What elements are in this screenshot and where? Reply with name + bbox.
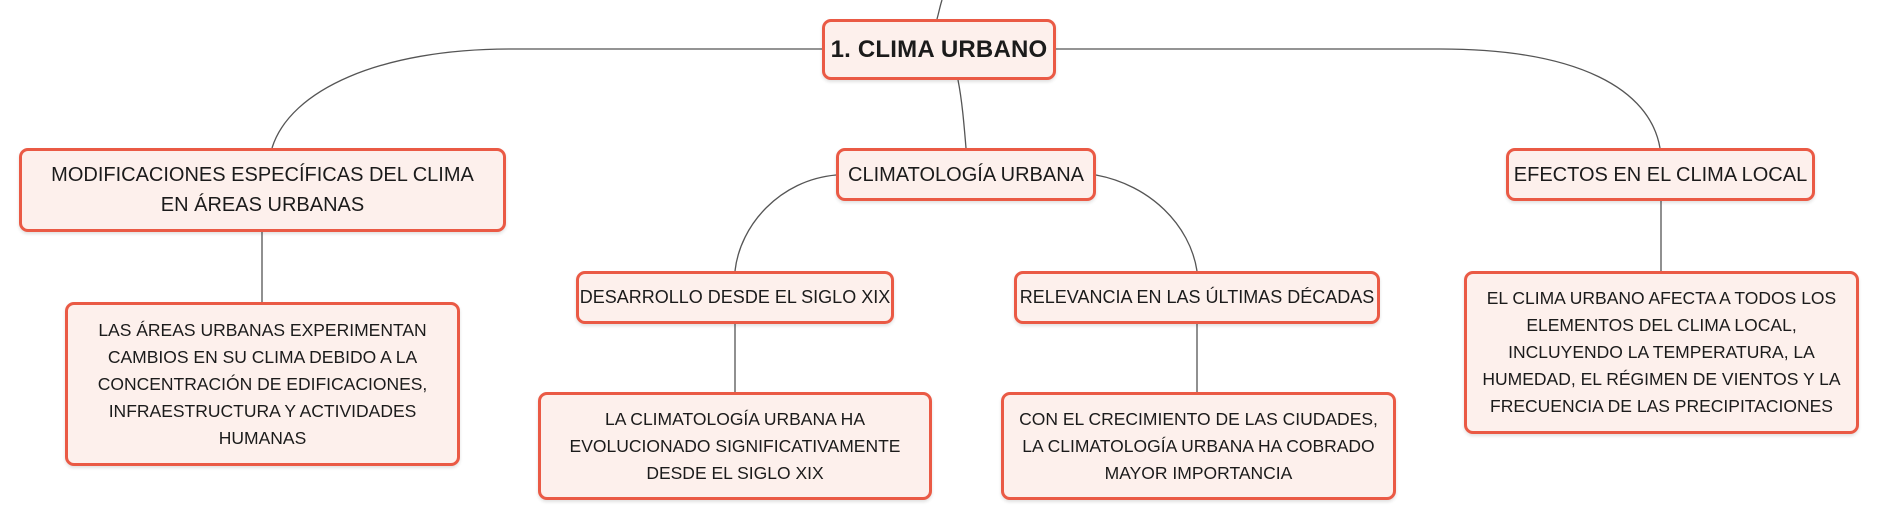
node-label: CLIMATOLOGÍA URBANA [848,163,1084,186]
node-label: EFECTOS EN EL CLIMA LOCAL [1513,163,1808,186]
detail-node-evolucion[interactable]: LA CLIMATOLOGÍA URBANA HA EVOLUCIONADO S… [538,392,932,500]
node-desarrollo-siglo-xix[interactable]: DESARROLLO DESDE EL SIGLO XIX [576,271,894,324]
node-detail-text: LAS ÁREAS URBANAS EXPERIMENTAN CAMBIOS E… [97,319,428,448]
node-label: DESARROLLO DESDE EL SIGLO XIX [579,287,891,307]
detail-node-elementos-clima-local[interactable]: EL CLIMA URBANO AFECTA A TODOS LOS ELEME… [1464,271,1859,434]
detail-node-areas-urbanas[interactable]: LAS ÁREAS URBANAS EXPERIMENTAN CAMBIOS E… [65,302,460,466]
node-detail-text: EL CLIMA URBANO AFECTA A TODOS LOS ELEME… [1482,288,1841,416]
node-label: RELEVANCIA EN LAS ÚLTIMAS DÉCADAS [1019,287,1375,307]
node-label: MODIFICACIONES ESPECÍFICAS DEL CLIMA EN … [51,164,474,216]
detail-node-crecimiento-ciudades[interactable]: CON EL CRECIMIENTO DE LAS CIUDADES, LA C… [1001,392,1396,500]
node-detail-text: LA CLIMATOLOGÍA URBANA HA EVOLUCIONADO S… [569,408,901,483]
connector-line [936,0,943,20]
connector-line [734,174,837,272]
node-efectos-clima-local[interactable]: EFECTOS EN EL CLIMA LOCAL [1506,148,1815,201]
root-node[interactable]: 1. CLIMA URBANO [822,19,1056,80]
root-label: 1. CLIMA URBANO [830,35,1048,63]
connector-line [1095,174,1198,272]
node-relevancia-ultimas-decadas[interactable]: RELEVANCIA EN LAS ÚLTIMAS DÉCADAS [1014,271,1380,324]
node-climatologia-urbana[interactable]: CLIMATOLOGÍA URBANA [836,148,1096,201]
node-detail-text: CON EL CRECIMIENTO DE LAS CIUDADES, LA C… [1019,408,1378,483]
connector-line [1056,48,1661,149]
node-modificaciones[interactable]: MODIFICACIONES ESPECÍFICAS DEL CLIMA EN … [19,148,506,232]
connector-line [271,48,822,149]
connector-line [957,79,967,149]
